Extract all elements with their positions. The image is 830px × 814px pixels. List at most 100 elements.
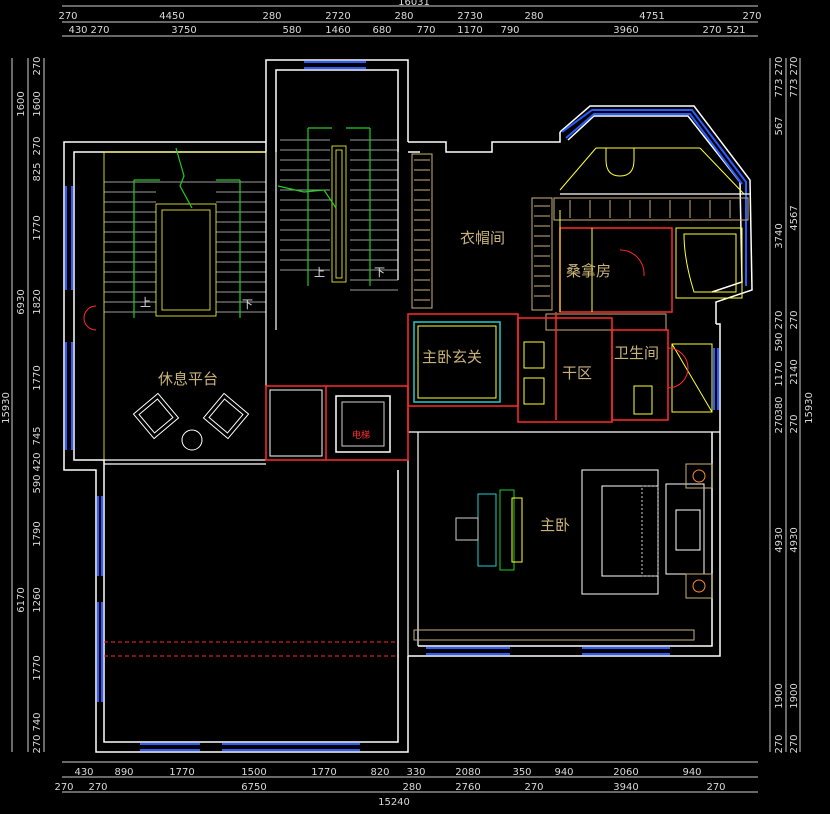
dim-label: 773 (789, 78, 800, 97)
dim-label: 770 (416, 25, 435, 36)
dim-label: 3750 (171, 25, 196, 36)
dim-right-row2: 270 773 4567 3740 270 2140 270 4930 1900… (774, 56, 800, 753)
dim-label: 4751 (639, 11, 664, 22)
dim-label: 280 (262, 11, 281, 22)
dim-label: 820 (370, 767, 389, 778)
dim-label: 270 (54, 782, 73, 793)
dim-label: 521 (726, 25, 745, 36)
dim-label: 4930 (789, 527, 800, 552)
dim-label: 567 (774, 116, 785, 135)
dim-left-row1: 270 1600 270 825 1770 1820 1770 745 420 … (32, 56, 43, 753)
dim-bottom-total: 15240 (378, 797, 410, 808)
dim-label: 1460 (325, 25, 350, 36)
dim-label: 2060 (613, 767, 638, 778)
lounge-furniture (132, 392, 250, 451)
dim-label: 4567 (789, 205, 800, 230)
dimension-lines (11, 5, 801, 793)
room-label-master-bedroom: 主卧 (540, 516, 570, 534)
interior-walls (104, 152, 750, 656)
dim-label: 1260 (32, 587, 43, 612)
dim-right-row1: 270 773 567 270 590 1170 380 270 4930 19… (774, 56, 785, 753)
dim-label: 773 (774, 78, 785, 97)
dim-label: 1600 (32, 91, 43, 116)
dim-label: 1790 (32, 521, 43, 546)
dim-label: 270 (32, 136, 43, 155)
dim-label: 270 (789, 56, 800, 75)
dim-top-row1: 270 4450 280 2720 280 2730 280 4751 270 (58, 11, 761, 22)
middle-stair-arrows (277, 127, 371, 286)
dim-label: 270 (789, 414, 800, 433)
dim-label: 420 (32, 452, 43, 471)
dim-label: 680 (372, 25, 391, 36)
dim-label: 270 (706, 782, 725, 793)
dim-label: 740 (32, 712, 43, 731)
dim-label: 4450 (159, 11, 184, 22)
dim-label: 6930 (16, 289, 27, 314)
elevator-shaft (265, 385, 409, 461)
balcony-lines (104, 641, 398, 657)
dim-label: 2720 (325, 11, 350, 22)
dim-label: 1820 (32, 289, 43, 314)
dim-label: 1770 (32, 365, 43, 390)
dim-label: 1500 (241, 767, 266, 778)
dim-label: 2730 (457, 11, 482, 22)
dim-label: 890 (114, 767, 133, 778)
dim-top-total: 16031 (398, 0, 430, 8)
dim-label: 270 (58, 11, 77, 22)
left-stair-arrows (133, 147, 241, 318)
dim-label: 940 (682, 767, 701, 778)
dim-label: 380 (774, 396, 785, 415)
dim-right-total: 15930 (804, 392, 815, 424)
dim-label: 6170 (16, 587, 27, 612)
dim-label: 2760 (455, 782, 480, 793)
dim-label: 270 (774, 414, 785, 433)
stair-down-label: 下 (242, 298, 253, 311)
dim-bottom-row2: 270 270 6750 280 2760 270 3940 270 (54, 782, 725, 793)
dim-label: 430 (68, 25, 87, 36)
dim-label: 270 (90, 25, 109, 36)
dim-label: 790 (500, 25, 519, 36)
dim-label: 270 (32, 734, 43, 753)
middle-staircase (280, 139, 398, 291)
dim-label: 280 (394, 11, 413, 22)
dim-label: 270 (774, 56, 785, 75)
stair-up-label: 上 (140, 296, 151, 309)
dim-label: 1170 (774, 361, 785, 386)
dim-label: 3940 (613, 782, 638, 793)
dim-label: 1770 (32, 655, 43, 680)
room-label-cloakroom: 衣帽间 (460, 229, 505, 247)
bath-fixtures (523, 147, 745, 415)
dim-label: 280 (402, 782, 421, 793)
dim-label: 745 (32, 426, 43, 445)
dim-label: 270 (774, 734, 785, 753)
stair-down-label: 下 (374, 266, 385, 279)
dim-label: 3960 (613, 25, 638, 36)
foyer (407, 321, 501, 432)
exterior-walls (63, 59, 753, 753)
dim-label: 270 (789, 734, 800, 753)
dim-left-mid: 1600 6930 6170 (16, 91, 27, 612)
dim-label: 1900 (774, 683, 785, 708)
dim-label: 430 (74, 767, 93, 778)
room-label-dry-area: 干区 (562, 364, 592, 382)
dim-label: 270 (88, 782, 107, 793)
dim-top-row2: 430 270 3750 580 1460 680 770 1170 790 3… (68, 25, 745, 36)
room-label-sauna: 桑拿房 (566, 262, 611, 280)
dim-left-total: 15930 (1, 392, 12, 424)
door-swings (83, 249, 689, 389)
dim-label: 1600 (16, 91, 27, 116)
dim-label: 4930 (774, 527, 785, 552)
dim-label: 580 (282, 25, 301, 36)
sauna-walls (407, 227, 673, 423)
dim-label: 1170 (457, 25, 482, 36)
dim-label: 590 (774, 332, 785, 351)
dim-label: 3740 (774, 223, 785, 248)
room-label-foyer: 主卧玄关 (422, 348, 482, 366)
dim-label: 270 (774, 310, 785, 329)
bedroom-furniture (455, 463, 713, 599)
dim-label: 825 (32, 162, 43, 181)
dim-label: 270 (742, 11, 761, 22)
dim-label: 270 (702, 25, 721, 36)
windows (65, 61, 747, 751)
dim-label: 270 (32, 56, 43, 75)
